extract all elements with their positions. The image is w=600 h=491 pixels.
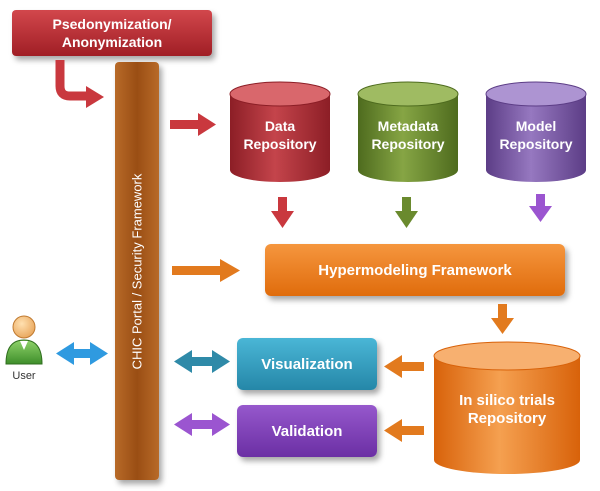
- arrow-pseudo-to-portal-head: [86, 86, 104, 108]
- arrow-portal-vis-shaft: [190, 357, 214, 366]
- model-repository-shape: [485, 81, 587, 182]
- user-figure: User: [2, 310, 46, 390]
- metadata-repository: Metadata Repository: [356, 80, 460, 184]
- arrow-model-down-head: [529, 206, 552, 222]
- pseudonymization-label-line2: Anonymization: [61, 34, 163, 50]
- data-repository-line2: Repository: [243, 136, 317, 152]
- arrow-insilico-to-vis-head: [384, 355, 402, 378]
- validation-label: Validation: [271, 422, 343, 440]
- hypermodeling-framework-label: Hypermodeling Framework: [318, 261, 512, 279]
- user-label: User: [12, 370, 36, 382]
- arrow-insilico-to-val-head: [384, 419, 402, 442]
- pseudonymization-box: Psedonymization/ Anonymization: [12, 10, 212, 56]
- chic-portal-label: CHIC Portal / Security Framework: [129, 173, 145, 369]
- user-icon: [5, 315, 43, 365]
- insilico-trials-repository: In silico trials Repository: [432, 340, 582, 476]
- arrow-user-portal-head-right: [90, 342, 108, 365]
- model-repository-line2: Repository: [499, 136, 573, 152]
- arrow-model-down-shaft: [536, 194, 545, 208]
- pseudonymization-label-line1: Psedonymization/: [52, 16, 172, 32]
- model-repository: Model Repository: [484, 80, 588, 184]
- arrow-portal-val-shaft: [190, 420, 214, 429]
- data-repository-shape: [229, 81, 331, 182]
- arrow-insilico-to-val-shaft: [400, 426, 424, 435]
- arrow-portal-val-head-right: [212, 413, 230, 436]
- model-repository-line1: Model: [515, 118, 557, 134]
- arrow-portal-val-head-left: [174, 413, 192, 436]
- data-repository: Data Repository: [228, 80, 332, 184]
- arrow-meta-down-shaft: [402, 197, 411, 213]
- validation-box: Validation: [237, 405, 377, 457]
- arrow-portal-vis-head-left: [174, 350, 192, 373]
- metadata-repository-shape: [357, 81, 459, 182]
- chic-portal-bar: CHIC Portal / Security Framework: [115, 62, 159, 480]
- arrow-pseudo-to-portal: [55, 60, 88, 101]
- arrow-portal-to-data-shaft: [170, 120, 200, 129]
- visualization-label: Visualization: [261, 355, 353, 373]
- arrow-data-down-shaft: [278, 197, 287, 213]
- visualization-box: Visualization: [237, 338, 377, 390]
- arrow-hyper-to-insilico-shaft: [498, 304, 507, 320]
- metadata-repository-line1: Metadata: [377, 118, 439, 134]
- arrow-portal-to-hyper-head: [220, 259, 240, 282]
- arrow-user-portal-head-left: [56, 342, 74, 365]
- data-repository-line1: Data: [264, 118, 296, 134]
- arrow-portal-vis-head-right: [212, 350, 230, 373]
- insilico-trials-line2: Repository: [467, 410, 547, 427]
- arrow-hyper-to-insilico-head: [491, 318, 514, 334]
- hypermodeling-framework-box: Hypermodeling Framework: [265, 244, 565, 296]
- arrow-portal-to-data-head: [198, 113, 216, 136]
- metadata-repository-line2: Repository: [371, 136, 445, 152]
- arrow-user-portal-shaft: [72, 349, 92, 358]
- arrow-meta-down-head: [395, 211, 418, 228]
- insilico-trials-line1: In silico trials: [459, 392, 555, 409]
- insilico-trials-repository-shape: [433, 341, 581, 474]
- arrow-data-down-head: [271, 211, 294, 228]
- arrow-insilico-to-vis-shaft: [400, 362, 424, 371]
- arrow-portal-to-hyper-shaft: [172, 266, 222, 275]
